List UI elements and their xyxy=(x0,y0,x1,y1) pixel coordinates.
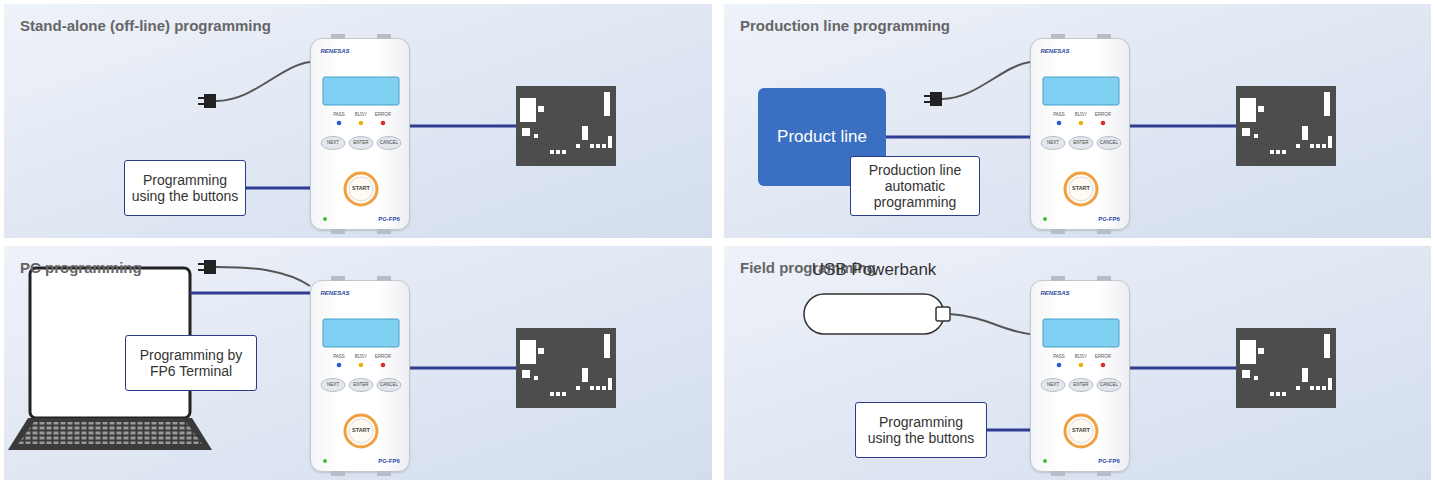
mode-panel: Field programmingProgramming using the b… xyxy=(724,246,1431,480)
device-label: START xyxy=(1072,186,1090,192)
callout-text: Programming using the buttons xyxy=(131,172,239,204)
device-label: RENESAS xyxy=(1040,48,1069,54)
device-label: ERROR xyxy=(375,113,391,118)
panel-title: Stand-alone (off-line) programming xyxy=(20,17,271,34)
device-name: USB Powerbank xyxy=(812,260,937,280)
mode-panel: Stand-alone (off-line) programmingProgra… xyxy=(4,4,712,238)
device-label: BUSY xyxy=(355,355,367,360)
device-label: RENESAS xyxy=(1040,290,1069,296)
device-label: PASS xyxy=(1053,355,1065,360)
programmer-device: RENESAS PASS BUSY ERROR NEXT ENTER CANCEL START… xyxy=(310,38,410,230)
device-label: PG-FP6 xyxy=(1098,458,1120,464)
device-label: ENTER xyxy=(353,141,368,146)
device-label: START xyxy=(352,186,370,192)
callout-text: Programming using the buttons xyxy=(862,414,980,446)
callout-text: Programming by FP6 Terminal xyxy=(132,347,250,379)
device-label: ENTER xyxy=(1073,141,1088,146)
panel-title: Production line programming xyxy=(740,17,950,34)
device-label: PASS xyxy=(1053,113,1065,118)
programmer-face xyxy=(311,281,411,473)
programmer-device: RENESAS PASS BUSY ERROR NEXT ENTER CANCEL START… xyxy=(1030,38,1130,230)
device-label: ENTER xyxy=(353,383,368,388)
programmer-device: RENESAS PASS BUSY ERROR NEXT ENTER CANCEL START… xyxy=(310,280,410,472)
device-label: NEXT xyxy=(327,141,339,146)
device-label: RENESAS xyxy=(320,48,349,54)
device-label: BUSY xyxy=(355,113,367,118)
callout-box: Programming using the buttons xyxy=(855,402,987,458)
panel-title: PC programming xyxy=(20,259,142,276)
device-label: PG-FP6 xyxy=(1098,216,1120,222)
mode-panel: PC programmingProgramming by FP6 Termina… xyxy=(4,246,712,480)
device-label: PG-FP6 xyxy=(378,216,400,222)
device-label: CANCEL xyxy=(1100,383,1118,388)
programmer-face xyxy=(1031,281,1131,473)
device-label: ERROR xyxy=(1095,113,1111,118)
device-label: NEXT xyxy=(1047,141,1059,146)
device-label: RENESAS xyxy=(320,290,349,296)
callout-box: Production line automatic programming xyxy=(850,156,980,216)
device-label: CANCEL xyxy=(380,383,398,388)
programmer-face xyxy=(311,39,411,231)
callout-text: Production line automatic programming xyxy=(857,162,973,210)
programmer-face xyxy=(1031,39,1131,231)
device-label: START xyxy=(1072,428,1090,434)
device-label: ERROR xyxy=(1095,355,1111,360)
connector xyxy=(886,136,1030,139)
device-label: PASS xyxy=(333,355,345,360)
callout-box: Programming using the buttons xyxy=(124,160,246,216)
box-label: Product line xyxy=(777,127,867,147)
programmer-device: RENESAS PASS BUSY ERROR NEXT ENTER CANCEL START… xyxy=(1030,280,1130,472)
device-label: NEXT xyxy=(1047,383,1059,388)
device-label: BUSY xyxy=(1075,355,1087,360)
device-label: CANCEL xyxy=(380,141,398,146)
device-label: ENTER xyxy=(1073,383,1088,388)
callout-box: Programming by FP6 Terminal xyxy=(125,335,257,391)
device-label: ERROR xyxy=(375,355,391,360)
device-label: START xyxy=(352,428,370,434)
device-label: PASS xyxy=(333,113,345,118)
mode-panel: Production line programmingProduct lineP… xyxy=(724,4,1431,238)
device-label: NEXT xyxy=(327,383,339,388)
device-label: CANCEL xyxy=(1100,141,1118,146)
device-label: BUSY xyxy=(1075,113,1087,118)
device-label: PG-FP6 xyxy=(378,458,400,464)
